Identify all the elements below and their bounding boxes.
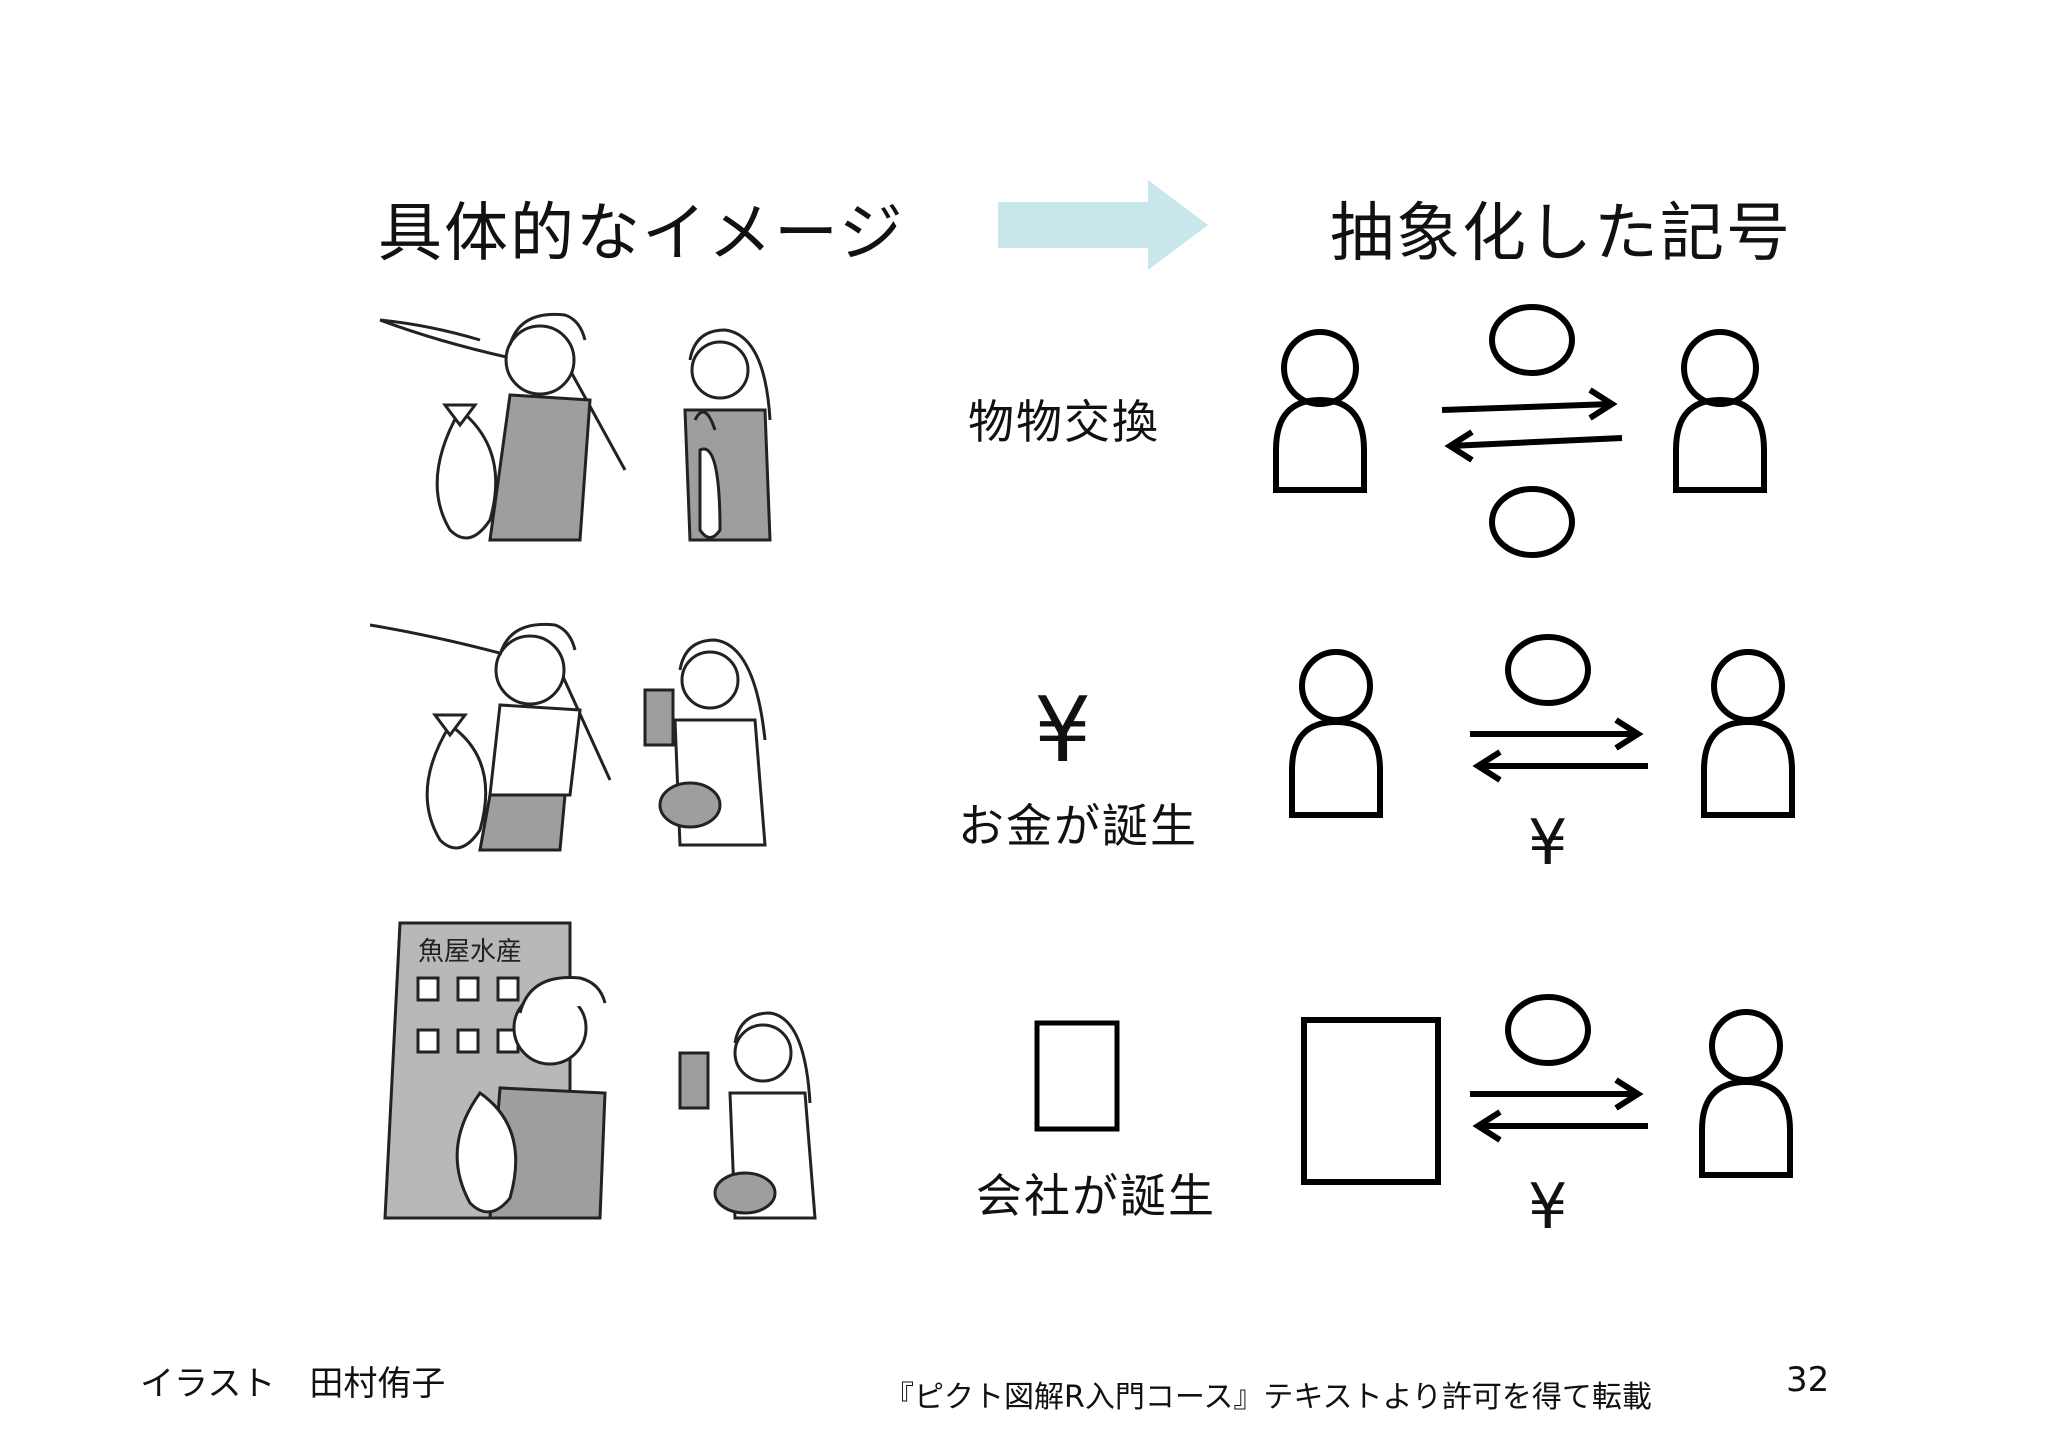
barter-label: 物物交換 (968, 395, 1160, 449)
goods-token-icon (1505, 994, 1591, 1066)
page-number: 32 (1786, 1360, 1830, 1400)
company-illustration: 魚屋水産 (383, 921, 817, 1220)
goods-token-bottom-icon (1489, 486, 1575, 558)
exchange-arrows-icon (1470, 1077, 1648, 1143)
person-icon-right (1699, 1009, 1793, 1178)
building-sign: 魚屋水産 (418, 937, 522, 967)
company-row-yen-icon: ¥ (1528, 1170, 1568, 1243)
abstract-symbol-title: 抽象化した記号 (1330, 197, 1792, 271)
right-arrow-icon (998, 180, 1208, 270)
company-exchange-diagram (1301, 994, 1793, 1185)
barter-illustration (379, 312, 772, 542)
person-icon-left (1273, 329, 1367, 493)
exchange-arrows-icon (1470, 717, 1648, 783)
money-yen-symbol: ¥ (1034, 678, 1092, 783)
person-icon-left (1289, 649, 1383, 818)
exchange-arrows-icon (1441, 387, 1623, 463)
illustration-credit: イラスト 田村侑子 (140, 1364, 446, 1404)
goods-token-top-icon (1489, 304, 1575, 376)
concrete-image-title: 具体的なイメージ (378, 197, 905, 271)
company-square-symbol (1034, 1020, 1120, 1132)
money-label: お金が誕生 (958, 799, 1198, 853)
money-exchange-diagram (1289, 634, 1795, 818)
company-label: 会社が誕生 (976, 1169, 1216, 1223)
money-illustration (369, 622, 767, 852)
company-box-icon (1301, 1017, 1441, 1185)
goods-token-icon (1505, 634, 1591, 706)
person-icon-right (1673, 329, 1767, 493)
money-row-yen-icon: ¥ (1528, 806, 1568, 879)
source-note: 『ピクト図解R入門コース』テキストより許可を得て転載 (884, 1380, 1652, 1415)
barter-exchange-diagram (1273, 304, 1767, 558)
person-icon-right (1701, 649, 1795, 818)
